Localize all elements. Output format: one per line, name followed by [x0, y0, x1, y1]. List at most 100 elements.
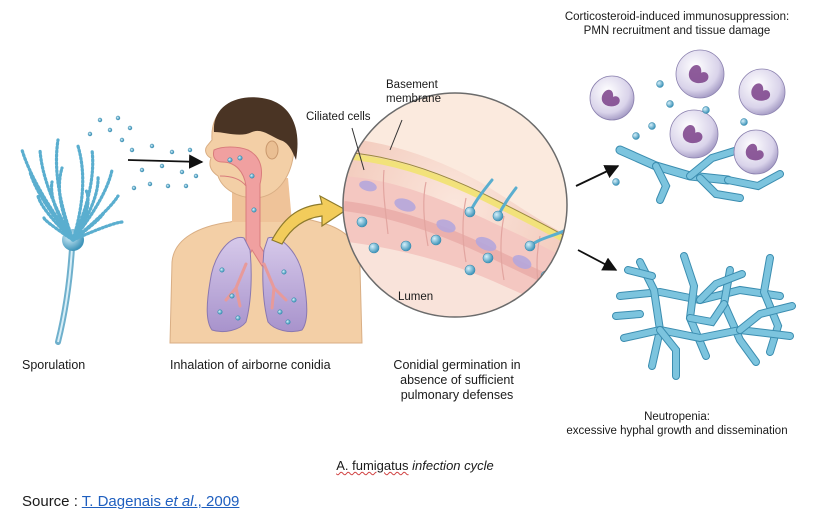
caption-rest: infection cycle [412, 458, 494, 473]
pmn-nucleus [751, 83, 771, 101]
pmn-conidium [632, 132, 640, 140]
source-year: ., 2009 [193, 493, 240, 510]
pmn-hypha-core [725, 171, 783, 190]
circle-conidium [430, 234, 442, 246]
airborne-conidium [127, 125, 133, 131]
pmn-nucleus [601, 89, 620, 107]
pmn-cell [738, 68, 786, 116]
airborne-conidium [183, 183, 189, 189]
airway-magnified-view [342, 92, 568, 318]
pmn-recruitment-illustration [589, 49, 786, 204]
inhaled-conidium [281, 269, 287, 275]
source-author: T. Dagenais [81, 493, 166, 510]
basement-membrane-label: Basement membrane [386, 78, 441, 106]
basement-line-1: Basement [386, 79, 438, 91]
neutropenia-line-2: excessive hyphal growth and disseminatio… [566, 425, 788, 437]
pmn-cell [589, 75, 635, 121]
airborne-conidium [179, 169, 185, 175]
germination-line-3: pulmonary defenses [400, 388, 514, 402]
airborne-conidium [119, 137, 125, 143]
spore-chain [42, 216, 75, 242]
pmn-hypha-core [616, 146, 732, 184]
source-line: Source : T. Dagenais et al., 2009 [22, 493, 239, 510]
inhaled-conidium [277, 309, 283, 315]
spore-chain [71, 210, 106, 242]
pmn-cell [669, 109, 719, 159]
airborne-conidium [169, 149, 175, 155]
airborne-conidium [147, 181, 153, 187]
inhaled-conidium [219, 267, 225, 273]
arrow-to-immunosuppression [575, 165, 620, 187]
circle-conidium [492, 210, 504, 222]
pmn-hypha-core [697, 175, 743, 201]
human-illustration [169, 97, 363, 344]
spore-chain [49, 180, 75, 242]
circle-conidium [482, 252, 494, 264]
airborne-conidium [149, 143, 155, 149]
airborne-conidium [187, 147, 193, 153]
basement-line-2: membrane [386, 93, 441, 105]
pmn-nucleus [745, 143, 764, 161]
lumen-label: Lumen [398, 291, 434, 303]
arrow-to-nose [127, 154, 204, 169]
airborne-conidium [115, 115, 121, 121]
pmn-conidium [656, 80, 664, 88]
ciliated-cells-label: Ciliated cells [306, 111, 371, 123]
corticosteroid-line-1: Corticosteroid-induced immunosuppression… [564, 11, 790, 23]
pmn-nucleus [688, 64, 709, 84]
circle-conidium [464, 206, 476, 218]
pmn-hypha-core [653, 163, 670, 203]
airborne-conidium [193, 173, 199, 179]
pmn-cell [675, 49, 725, 99]
airborne-conidium [129, 147, 135, 153]
germination-line-2: absence of sufficient [400, 373, 514, 387]
airborne-conidium [97, 117, 103, 123]
neutropenia-label: Neutropenia: excessive hyphal growth and… [542, 410, 812, 438]
corticosteroid-label: Corticosteroid-induced immunosuppression… [542, 10, 812, 38]
conidiophore-illustration [20, 115, 199, 345]
source-link[interactable]: T. Dagenais et al., 2009 [82, 493, 240, 510]
circle-conidium [368, 242, 380, 254]
spore-chain [71, 220, 124, 242]
airborne-conidium [107, 127, 113, 133]
circle-conidium [464, 264, 476, 276]
inhaled-conidium [227, 157, 233, 163]
spore-chain [71, 144, 85, 242]
pmn-cell [733, 129, 779, 175]
arrow-to-neutropenia [577, 249, 618, 271]
figure-caption: A. fumigatus infection cycle [0, 458, 830, 473]
circle-conidium [524, 240, 536, 252]
airborne-conidium [165, 183, 171, 189]
germination-line-1: Conidial germination in [393, 358, 521, 372]
basement-leader [389, 119, 403, 151]
airborne-conidium [139, 167, 145, 173]
inhaled-conidium [249, 173, 255, 179]
inhaled-conidium [251, 207, 257, 213]
neutropenia-hypha-core [687, 301, 727, 326]
inhaled-conidium [285, 319, 291, 325]
sporulation-label: Sporulation [22, 358, 86, 372]
neutropenia-hypha-core [657, 327, 679, 379]
inhaled-conidium [217, 309, 223, 315]
neutropenia-hypha-core [697, 271, 745, 303]
source-etal: et al [165, 493, 194, 510]
pmn-conidium [648, 122, 656, 130]
airborne-conidium [87, 131, 93, 137]
inhaled-conidium [237, 155, 243, 161]
pmn-conidium [702, 106, 710, 114]
caption-genus: A. fumigatus [336, 458, 409, 473]
circle-conidium [356, 216, 368, 228]
airborne-conidium [131, 185, 137, 191]
pmn-conidium [612, 178, 620, 186]
airborne-conidium [159, 163, 165, 169]
hyphal-growth-illustration [612, 252, 796, 380]
neutropenia-hypha-core [613, 311, 643, 319]
spore-chain [71, 188, 90, 242]
neutropenia-hypha-core [621, 326, 793, 342]
pmn-conidium [740, 118, 748, 126]
inhaled-conidium [229, 293, 235, 299]
inhaled-conidium [291, 297, 297, 303]
germination-label: Conidial germination in absence of suffi… [372, 358, 542, 403]
ciliated-leader [351, 127, 365, 171]
